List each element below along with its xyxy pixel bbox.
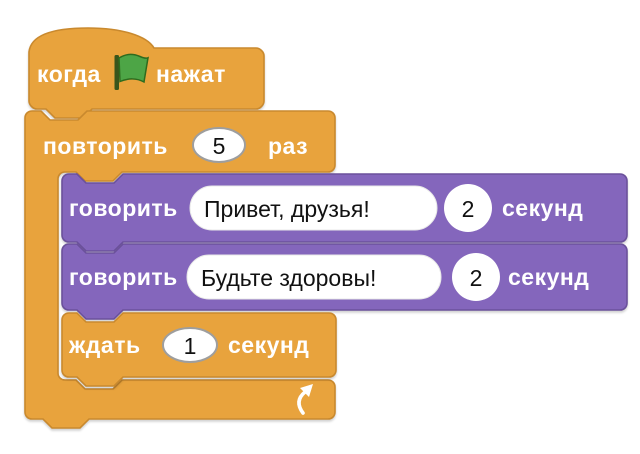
wait-duration-input[interactable]	[162, 327, 218, 363]
loop-arrow-head	[300, 384, 313, 397]
hat-label-suffix: нажат	[156, 61, 226, 87]
repeat-suffix-label: раз	[268, 133, 308, 159]
repeat-count-value: 5	[213, 133, 226, 159]
repeat-label: повторить	[43, 133, 168, 159]
say-1-message-value: Привет, друзья!	[204, 196, 370, 222]
say-1-unit-label: секунд	[502, 195, 583, 221]
say-1-duration-input[interactable]	[444, 184, 492, 232]
say-block-2[interactable]: говорить Будьте здоровы! 2 секунд	[61, 243, 628, 320]
say-1-duration-value: 2	[462, 196, 475, 222]
hat-label-prefix: когда	[37, 61, 101, 87]
say-2-message-input[interactable]	[186, 254, 442, 300]
say-1-message-input[interactable]	[189, 185, 438, 231]
say-2-message-value: Будьте здоровы!	[201, 265, 376, 291]
wait-unit-label: секунд	[228, 332, 309, 358]
loop-arrow-icon	[297, 384, 313, 415]
green-flag-icon	[114, 53, 149, 90]
wait-duration-value: 1	[184, 333, 197, 359]
hat-block-when-flag-clicked[interactable]: когда нажат	[28, 27, 265, 119]
loop-arrow-tail	[297, 390, 307, 415]
repeat-count-input[interactable]	[192, 127, 246, 163]
say-2-label: говорить	[69, 264, 178, 290]
say-2-duration-value: 2	[470, 265, 483, 291]
flag-cloth	[118, 53, 149, 84]
say-1-label: говорить	[69, 195, 178, 221]
flag-pole	[114, 55, 119, 90]
wait-block[interactable]: ждать 1 секунд	[61, 312, 337, 387]
say-2-unit-label: секунд	[508, 264, 589, 290]
hat-block-shape[interactable]	[28, 27, 265, 119]
wait-label: ждать	[68, 332, 141, 358]
repeat-block-shape[interactable]	[24, 110, 336, 429]
repeat-block[interactable]: повторить 5 раз	[24, 110, 336, 429]
say-2-duration-input[interactable]	[452, 253, 500, 301]
say-block-1[interactable]: говорить Привет, друзья! 2 секунд	[61, 173, 628, 252]
